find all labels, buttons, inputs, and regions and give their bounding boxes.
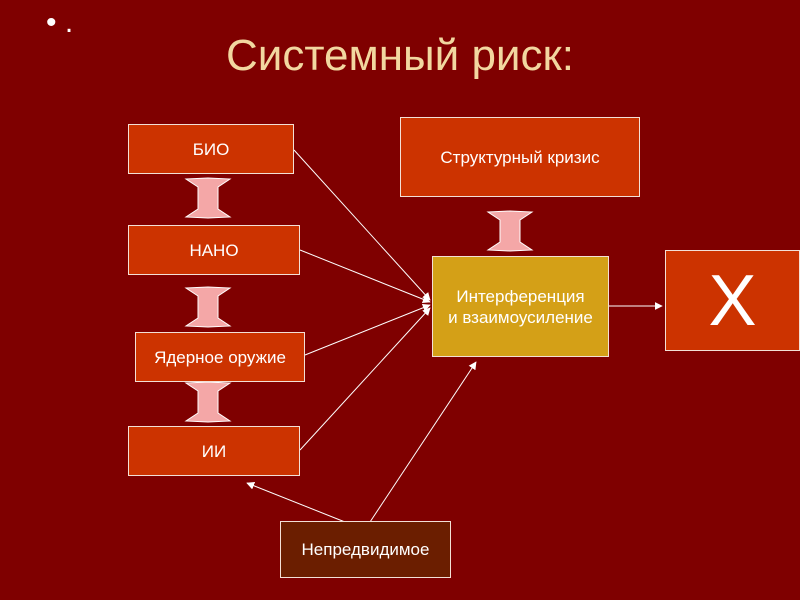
double-arrow-bio-nano bbox=[184, 177, 232, 219]
double-arrow-nuclear-ai bbox=[184, 381, 232, 423]
double-arrow-nano-nuclear bbox=[184, 286, 232, 328]
arrow-unpredictable-to-ai bbox=[246, 481, 346, 523]
box-result-x: X bbox=[665, 250, 800, 351]
box-nuclear-weapons-label: Ядерное оружие bbox=[154, 347, 286, 367]
double-arrow-crisis-interference bbox=[486, 210, 534, 252]
box-structural-crisis: Структурный кризис bbox=[400, 117, 640, 197]
arrow-nano-to-interference bbox=[299, 249, 431, 304]
box-unpredictable: Непредвидимое bbox=[280, 521, 451, 578]
box-result-x-label: X bbox=[708, 260, 757, 341]
box-nano-label: НАНО bbox=[189, 240, 239, 260]
box-structural-crisis-label: Структурный кризис bbox=[440, 147, 600, 167]
box-interference-line2: и взаимоусиление bbox=[448, 307, 593, 327]
slide-bullet: • . bbox=[46, 6, 74, 39]
box-interference-line1: Интерференция bbox=[456, 286, 585, 306]
box-nano: НАНО bbox=[128, 225, 300, 275]
arrow-ai-to-interference bbox=[299, 307, 431, 451]
arrow-nuclear-to-interference bbox=[304, 303, 431, 356]
box-ai-label: ИИ bbox=[201, 441, 227, 461]
arrow-bio-to-interference bbox=[293, 149, 431, 301]
slide-title: Системный риск: bbox=[226, 31, 574, 80]
box-ai: ИИ bbox=[128, 426, 300, 476]
box-interference: Интерференция и взаимоусиление bbox=[432, 256, 609, 357]
arrow-unpredictable-to-interference bbox=[369, 361, 477, 523]
box-unpredictable-label: Непредвидимое bbox=[301, 540, 430, 559]
box-bio: БИО bbox=[128, 124, 294, 174]
box-nuclear-weapons: Ядерное оружие bbox=[135, 332, 305, 382]
box-bio-label: БИО bbox=[192, 139, 230, 159]
